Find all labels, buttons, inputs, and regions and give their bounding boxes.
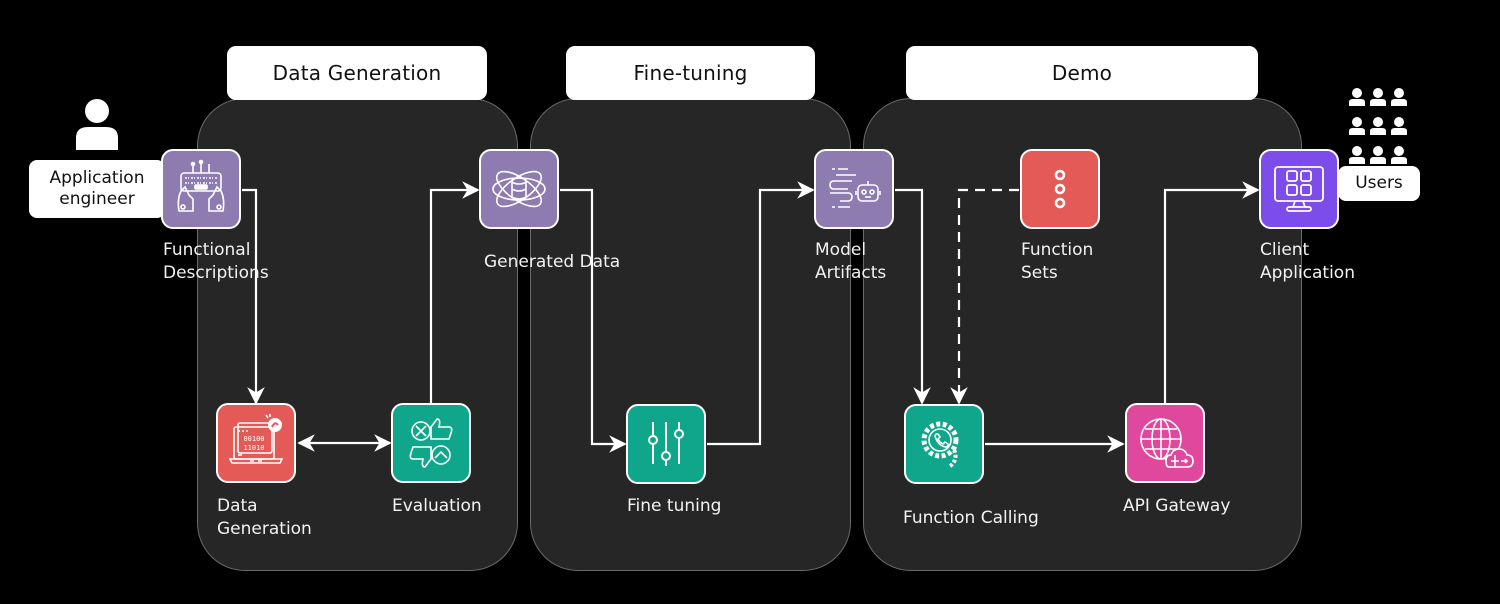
node-functional-descriptions[interactable] xyxy=(161,149,241,229)
edge-fine-tuning-to-model-artifacts xyxy=(707,181,815,446)
label-client-application: Client Application xyxy=(1260,240,1355,283)
stage-header-data-generation: Data Generation xyxy=(227,46,487,100)
stage-panel-data-generation xyxy=(197,98,518,571)
label-model-artifacts: Model Artifacts xyxy=(815,240,887,283)
stage-panel-fine-tuning xyxy=(530,98,851,571)
stage-header-fine-tuning: Fine-tuning xyxy=(566,46,815,100)
globe-cloud-icon xyxy=(1140,418,1194,468)
users-group-icon xyxy=(1349,88,1407,164)
label-api-gateway: API Gateway xyxy=(1123,496,1231,516)
svg-text:00100: 00100 xyxy=(243,435,264,443)
svg-text:11010: 11010 xyxy=(243,444,264,452)
laptop-binary-icon: 00100 11010 xyxy=(228,414,284,464)
label-data-generation: Data Generation xyxy=(217,496,312,539)
label-functional-descriptions: Functional Descriptions xyxy=(163,240,269,283)
atom-database-icon xyxy=(492,170,546,208)
sliders-icon xyxy=(648,422,684,466)
node-api-gateway[interactable] xyxy=(1125,403,1205,483)
label-generated-data: Generated Data xyxy=(484,252,621,272)
person-icon xyxy=(76,99,118,150)
thumbs-evaluation-icon xyxy=(409,418,453,468)
edge-generated-data-to-fine-tuning xyxy=(560,188,627,453)
node-function-calling[interactable] xyxy=(904,404,984,484)
users-callout: Users xyxy=(1338,166,1420,201)
node-data-generation[interactable]: 00100 11010 xyxy=(216,403,296,483)
monitor-apps-icon xyxy=(1274,166,1324,212)
label-function-calling: Function Calling xyxy=(903,508,1039,528)
node-model-artifacts[interactable] xyxy=(814,149,894,229)
node-generated-data[interactable] xyxy=(479,149,559,229)
engineer-callout: Application engineer xyxy=(29,160,165,218)
node-evaluation[interactable] xyxy=(391,403,471,483)
node-client-application[interactable] xyxy=(1259,149,1339,229)
label-fine-tuning: Fine tuning xyxy=(627,496,722,516)
robot-speed-icon xyxy=(829,168,881,208)
node-fine-tuning[interactable] xyxy=(626,404,706,484)
label-function-sets: Function Sets xyxy=(1021,240,1094,283)
edge-model-artifacts-to-function-calling xyxy=(895,188,931,405)
edge-functional-descriptions-to-data-generation xyxy=(242,188,265,405)
edge-api-gateway-to-client-application xyxy=(1163,181,1260,403)
stage-header-demo: Demo xyxy=(906,46,1258,100)
edge-function-sets-to-function-calling xyxy=(950,188,1019,405)
gear-phone-icon xyxy=(921,421,959,468)
label-evaluation: Evaluation xyxy=(392,496,482,516)
edge-evaluation-to-generated-data xyxy=(429,181,480,403)
keyboard-hands-icon xyxy=(177,159,225,212)
vertical-dots-icon xyxy=(1054,169,1066,209)
node-function-sets[interactable] xyxy=(1020,149,1100,229)
